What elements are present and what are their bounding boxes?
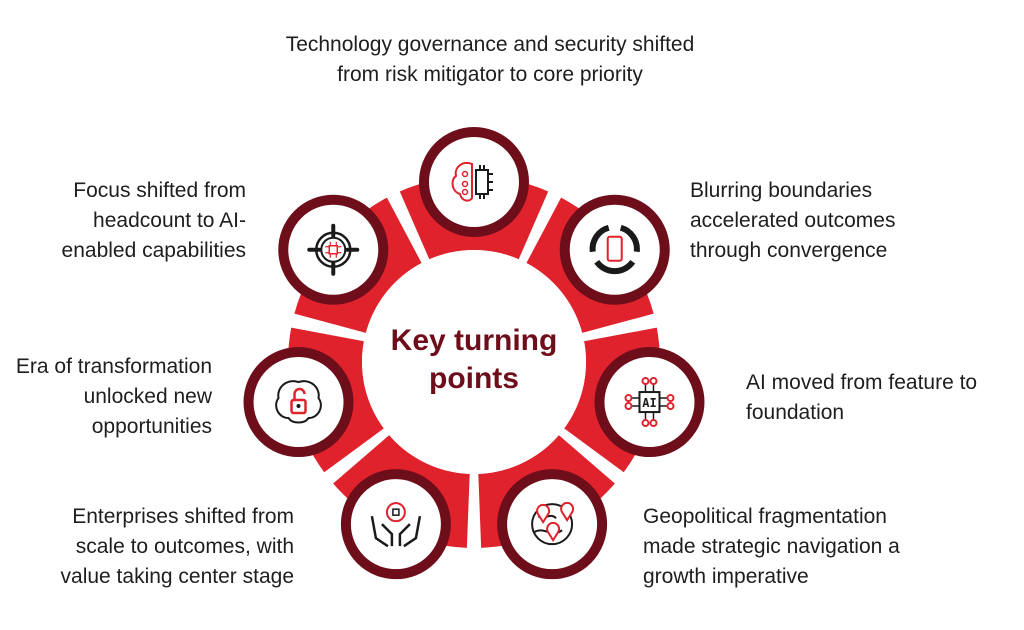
ai-chip-icon: AI (624, 377, 675, 428)
label-line: Blurring boundaries (690, 179, 873, 202)
icon-badge (243, 347, 354, 458)
point-label-outcomes: Enterprises shifted from scale to outcom… (0, 502, 294, 592)
label-line: unlocked new (83, 385, 212, 408)
brain-chip-icon (451, 162, 493, 202)
device-convergence-icon (589, 224, 640, 275)
label-line: foundation (746, 401, 845, 424)
target-ai-icon (307, 223, 360, 276)
point-label-geopolitical: Geopolitical fragmentation made strategi… (643, 502, 900, 592)
label-line: enabled capabilities (61, 239, 246, 262)
globe-location-icon (531, 501, 575, 546)
label-line: accelerated outcomes (690, 209, 896, 232)
label-line: Technology governance and security shift… (285, 33, 695, 56)
label-line: growth imperative (643, 565, 809, 588)
point-label-convergence: Blurring boundaries accelerated outcomes… (690, 176, 895, 266)
label-line: made strategic navigation a (643, 535, 900, 558)
icon-badge: AI (594, 347, 705, 458)
hands-brain-icon (370, 502, 422, 548)
label-line: Focus shifted from (73, 179, 246, 202)
icon-badge (497, 469, 608, 580)
svg-text:AI: AI (642, 396, 656, 410)
brain-unlock-icon (275, 380, 322, 424)
center-title: Key turning points (374, 322, 574, 398)
point-label-headcount: Focus shifted from headcount to AI- enab… (0, 176, 246, 266)
label-line: from risk mitigator to core priority (337, 63, 643, 86)
label-line: value taking center stage (60, 565, 294, 588)
label-line: Geopolitical fragmentation (643, 505, 887, 528)
label-line: through convergence (690, 239, 888, 262)
point-label-governance: Technology governance and security shift… (230, 30, 750, 90)
point-label-ai-foundation: AI moved from feature to foundation (746, 368, 977, 428)
center-circle (362, 250, 586, 474)
label-line: Era of transformation (15, 355, 212, 378)
icon-badge (278, 194, 389, 305)
label-line: AI moved from feature to (746, 371, 978, 394)
title-line-2: points (429, 362, 519, 395)
icon-badge (419, 127, 529, 237)
point-label-transformation: Era of transformation unlocked new oppor… (0, 352, 212, 442)
label-line: Enterprises shifted from (72, 505, 294, 528)
label-line: headcount to AI- (93, 209, 246, 232)
icon-badge (340, 469, 451, 580)
label-line: scale to outcomes, with (75, 535, 294, 558)
icon-badge (559, 194, 670, 305)
label-line: opportunities (91, 415, 212, 438)
title-line-1: Key turning (390, 324, 558, 357)
